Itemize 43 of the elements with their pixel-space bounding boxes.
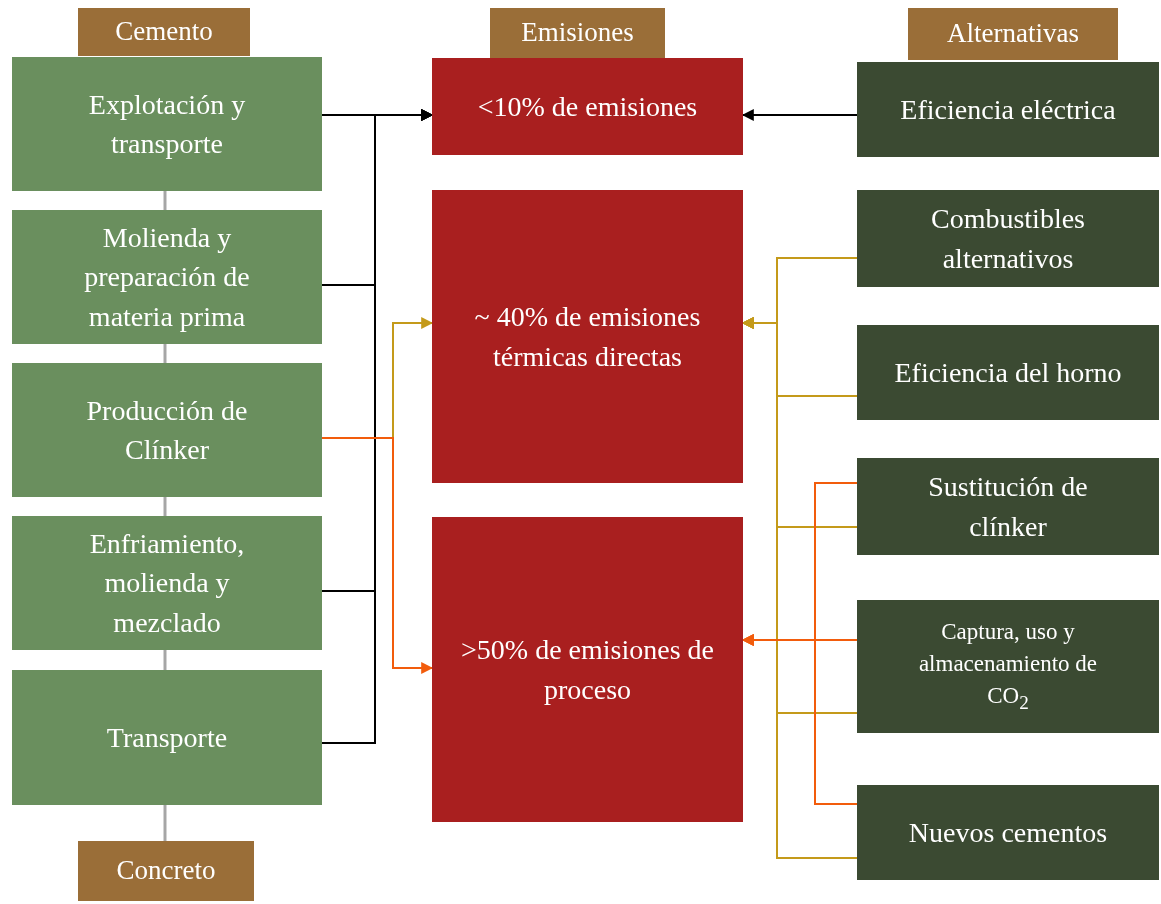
column-header <box>78 8 250 56</box>
process-box <box>12 516 322 650</box>
alternative-box <box>857 62 1159 157</box>
column-header <box>908 8 1118 60</box>
box-text: Eficiencia eléctrica <box>900 92 1116 127</box>
process-box <box>12 210 322 344</box>
box-text: Alternativas <box>947 17 1079 51</box>
connector-line <box>163 805 167 841</box>
box-text: Captura, uso y almacenamiento de CO$_{2}$ <box>917 618 1099 716</box>
box-text: Nuevos cementos <box>908 815 1108 850</box>
box-text: Enfriamiento, molienda y mezclado <box>88 527 246 640</box>
emission-box <box>432 58 743 155</box>
connector-line <box>163 344 167 363</box>
alternative-box <box>857 600 1159 733</box>
box-text: ~ 40% de emisiones térmicas directas <box>473 300 702 374</box>
column-header <box>78 841 254 901</box>
alternative-box <box>857 190 1159 287</box>
process-box <box>12 670 322 805</box>
box-text: Transporte <box>106 720 228 755</box>
arrow <box>321 109 434 744</box>
alternative-box <box>857 785 1159 880</box>
arrow <box>321 437 434 674</box>
box-text: Eficiencia del horno <box>894 355 1122 390</box>
connector-line <box>163 497 167 516</box>
emission-box <box>432 517 743 822</box>
box-text: Explotación y transporte <box>87 87 247 161</box>
alternative-box <box>857 325 1159 420</box>
box-text: Concreto <box>116 854 216 888</box>
box-text: <10% de emisiones <box>477 89 698 124</box>
box-text: Molienda y preparación de materia prima <box>83 221 251 334</box>
box-text: >50% de emisiones de proceso <box>460 633 715 707</box>
alternative-box <box>857 458 1159 555</box>
box-text: Cemento <box>115 15 213 49</box>
box-text: Combustibles alternativos <box>930 202 1086 276</box>
process-box <box>12 363 322 497</box>
connector-line <box>163 650 167 670</box>
column-header <box>490 8 665 58</box>
box-text: Emisiones <box>521 16 634 50</box>
emission-box <box>432 190 743 483</box>
process-box <box>12 57 322 191</box>
box-text: Producción de Clínker <box>85 393 249 467</box>
box-text: Sustitución de clínker <box>927 470 1089 544</box>
connector-line <box>163 191 167 210</box>
